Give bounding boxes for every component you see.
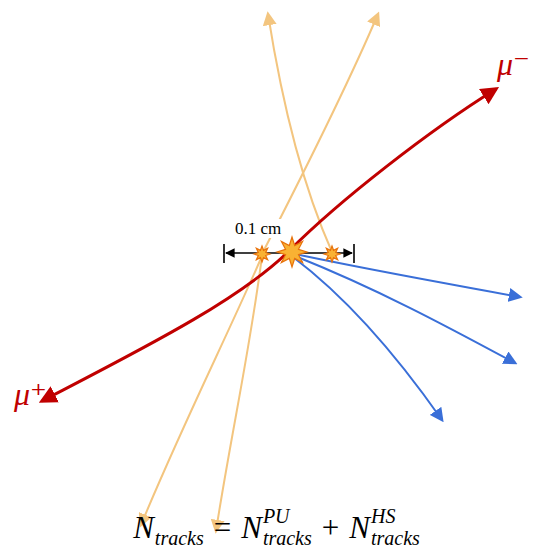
pileup-track — [216, 256, 262, 531]
pileup-track — [268, 14, 332, 252]
dimension-label: 0.1 cm — [232, 219, 284, 238]
subscript: tracks — [371, 528, 420, 548]
track-count-formula: Ntracks=NPUtracks+NHStracks — [0, 506, 553, 548]
formula-operator: + — [322, 512, 339, 543]
bracket-tick — [223, 244, 225, 263]
script-stack: HStracks — [371, 506, 420, 548]
formula-operator: = — [214, 512, 231, 543]
hard-scatter-track — [295, 254, 520, 297]
formula-term: NHStracks — [349, 506, 420, 548]
formula-term: + — [312, 512, 349, 543]
formula-term: NPUtracks — [241, 506, 312, 548]
formula-term: Ntracks — [133, 506, 204, 548]
pileup-track — [262, 14, 378, 254]
vertex-star — [277, 237, 307, 267]
hard-scatter-track — [295, 256, 515, 363]
bracket-tick — [353, 244, 355, 263]
script-spacer — [155, 506, 204, 526]
vertex-stars — [254, 237, 340, 267]
subscript: tracks — [155, 528, 204, 548]
vertex-star — [254, 246, 270, 262]
vertex-star — [324, 246, 340, 262]
muon-label: μ⁺ — [14, 378, 47, 410]
superscript: HS — [371, 506, 420, 526]
pileup-track — [141, 256, 262, 525]
pileup-tracks — [141, 14, 378, 531]
superscript: PU — [263, 506, 312, 526]
script-stack: tracks — [155, 506, 204, 548]
muon-label: μ⁻ — [497, 48, 530, 80]
formula-term: = — [204, 512, 241, 543]
hard-scatter-tracks — [293, 254, 520, 420]
formula-symbol: N — [241, 512, 262, 543]
subscript: tracks — [263, 528, 312, 548]
script-stack: PUtracks — [263, 506, 312, 548]
muon-track — [42, 89, 496, 401]
hard-scatter-track — [293, 257, 442, 420]
formula-symbol: N — [349, 512, 370, 543]
formula-symbol: N — [133, 512, 154, 543]
